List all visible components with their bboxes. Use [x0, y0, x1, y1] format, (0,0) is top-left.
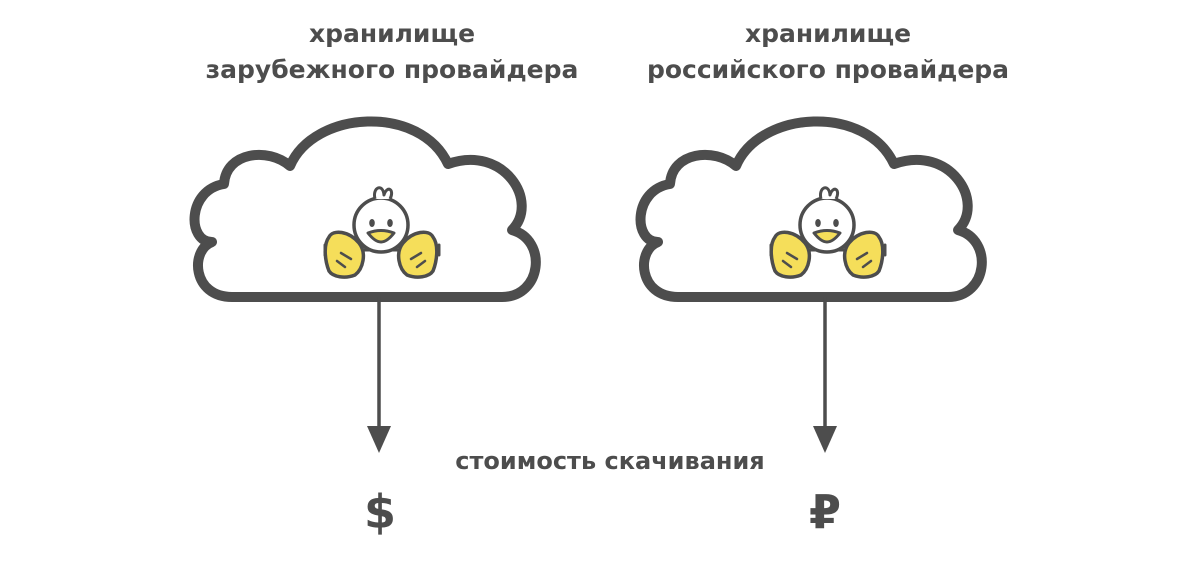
left-arrow-down-icon: [367, 297, 391, 453]
right-arrow-down-icon: [813, 297, 837, 453]
ruble-sign: ₽: [808, 485, 841, 539]
left-storage-title: хранилище зарубежного провайдера: [182, 16, 602, 88]
left-title-line2: зарубежного провайдера: [205, 55, 579, 84]
right-title-line1: хранилище: [744, 19, 912, 48]
download-cost-caption: стоимость скачивания: [455, 447, 765, 475]
dollar-sign: $: [363, 485, 396, 539]
left-title-line1: хранилище: [308, 19, 476, 48]
right-storage-title: хранилище российского провайдера: [618, 16, 1038, 88]
right-title-line2: российского провайдера: [646, 55, 1010, 84]
